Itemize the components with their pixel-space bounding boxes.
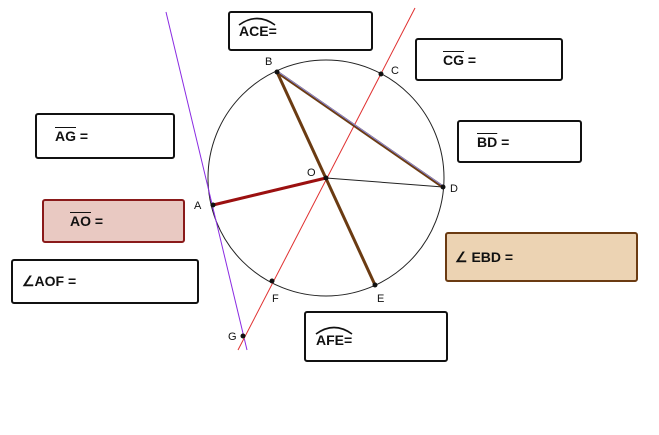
point-d[interactable]: [440, 184, 446, 190]
segment-bd-label: BD: [477, 133, 498, 150]
radius-ao: [212, 176, 327, 207]
point-o[interactable]: [323, 175, 329, 181]
label-o: O: [307, 167, 316, 179]
arc-ace-label: ACE: [238, 17, 276, 39]
arc-symbol-icon: [238, 17, 276, 26]
label-c: C: [391, 65, 399, 77]
label-g: G: [228, 331, 237, 343]
chord-bd: [276, 70, 444, 189]
point-c[interactable]: [378, 71, 384, 77]
arc-symbol-icon: [315, 326, 353, 335]
chord-bd-highlight: [276, 70, 444, 187]
circle-center-o: [207, 59, 445, 297]
point-e[interactable]: [372, 282, 378, 288]
point-g[interactable]: [240, 333, 246, 339]
segment-bd-box[interactable]: BD =: [457, 120, 582, 163]
segment-ag-box[interactable]: AG =: [35, 113, 175, 159]
segment-cg-label: CG: [443, 51, 464, 68]
tangent-line-ag: [165, 11, 248, 351]
radius-od: [325, 177, 444, 188]
label-a: A: [194, 200, 202, 212]
arc-ace-box[interactable]: ACE =: [228, 11, 373, 51]
segment-ag-label: AG: [55, 128, 76, 144]
angle-aof-label: ∠AOF =: [22, 273, 77, 289]
angle-ebd-label: ∠ EBD =: [455, 248, 514, 265]
arc-afe-box[interactable]: AFE =: [304, 311, 448, 362]
angle-aof-box[interactable]: ∠AOF =: [11, 259, 199, 304]
label-f: F: [272, 293, 279, 305]
point-a[interactable]: [210, 202, 216, 208]
label-d: D: [450, 183, 458, 195]
point-f[interactable]: [269, 278, 275, 284]
segment-ao-box[interactable]: AO =: [42, 199, 185, 243]
label-b: B: [265, 56, 272, 68]
point-b[interactable]: [274, 69, 280, 75]
label-e: E: [377, 293, 384, 305]
segment-ao-label: AO: [70, 213, 91, 229]
segment-cg-box[interactable]: CG =: [415, 38, 563, 81]
arc-afe-label: AFE: [315, 326, 353, 348]
angle-ebd-box[interactable]: ∠ EBD =: [445, 232, 638, 282]
